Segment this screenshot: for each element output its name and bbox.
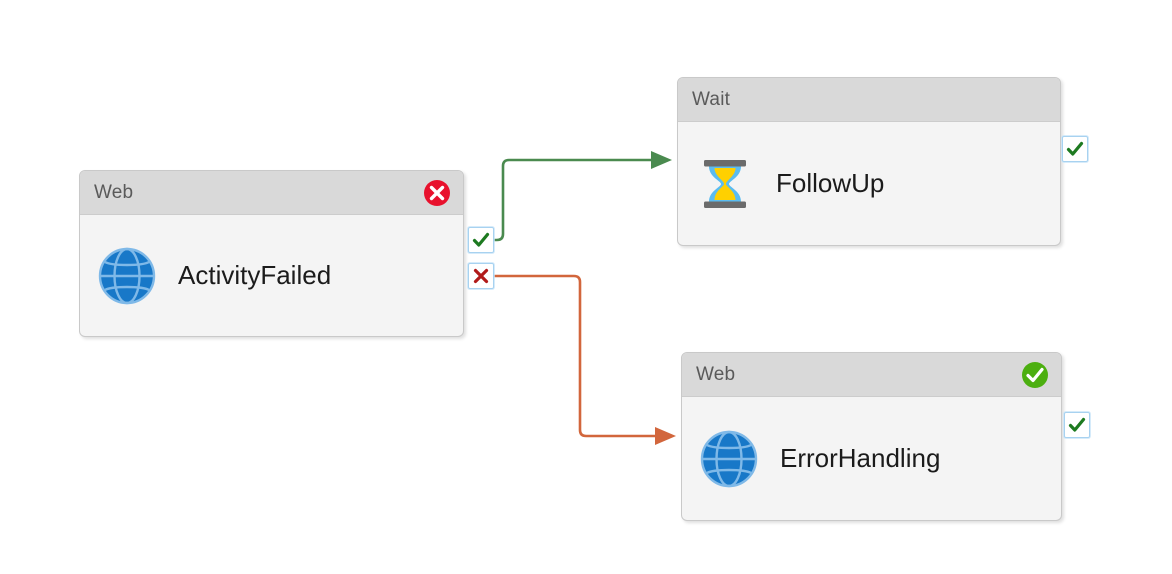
node-body: FollowUp: [678, 122, 1060, 245]
node-name-label: ErrorHandling: [780, 443, 941, 473]
node-type-label: Web: [696, 363, 736, 385]
node-header: Web: [80, 171, 463, 215]
port-success-error-handling[interactable]: [1064, 412, 1090, 438]
arrow-head-orange: [655, 427, 676, 445]
check-icon: [1066, 141, 1084, 156]
port-success-activity-failed[interactable]: [468, 227, 494, 253]
port-error-activity-failed[interactable]: [468, 263, 494, 289]
node-error-handling[interactable]: Web: [681, 352, 1062, 521]
node-header: Wait: [678, 78, 1060, 122]
node-body: ActivityFailed: [80, 215, 463, 336]
error-circle-icon: [423, 179, 451, 207]
hourglass-icon: [696, 155, 754, 213]
node-follow-up[interactable]: Wait FollowUp: [677, 77, 1061, 246]
arrow-head-green: [651, 151, 672, 169]
edge-error-path: [492, 274, 657, 438]
node-name-label: FollowUp: [776, 168, 885, 198]
check-icon: [472, 232, 490, 247]
port-success-follow-up[interactable]: [1062, 136, 1088, 162]
node-header: Web: [682, 353, 1061, 397]
node-type-label: Wait: [692, 88, 731, 110]
check-icon: [1068, 417, 1086, 432]
node-activity-failed[interactable]: Web: [79, 170, 464, 337]
globe-icon: [98, 247, 156, 305]
node-type-label: Web: [94, 181, 134, 203]
node-name-label: ActivityFailed: [178, 260, 332, 290]
globe-icon: [700, 430, 758, 488]
cross-icon: [473, 268, 489, 284]
node-body: ErrorHandling: [682, 397, 1061, 520]
success-circle-icon: [1021, 361, 1049, 389]
edge-success-path: [492, 158, 653, 242]
